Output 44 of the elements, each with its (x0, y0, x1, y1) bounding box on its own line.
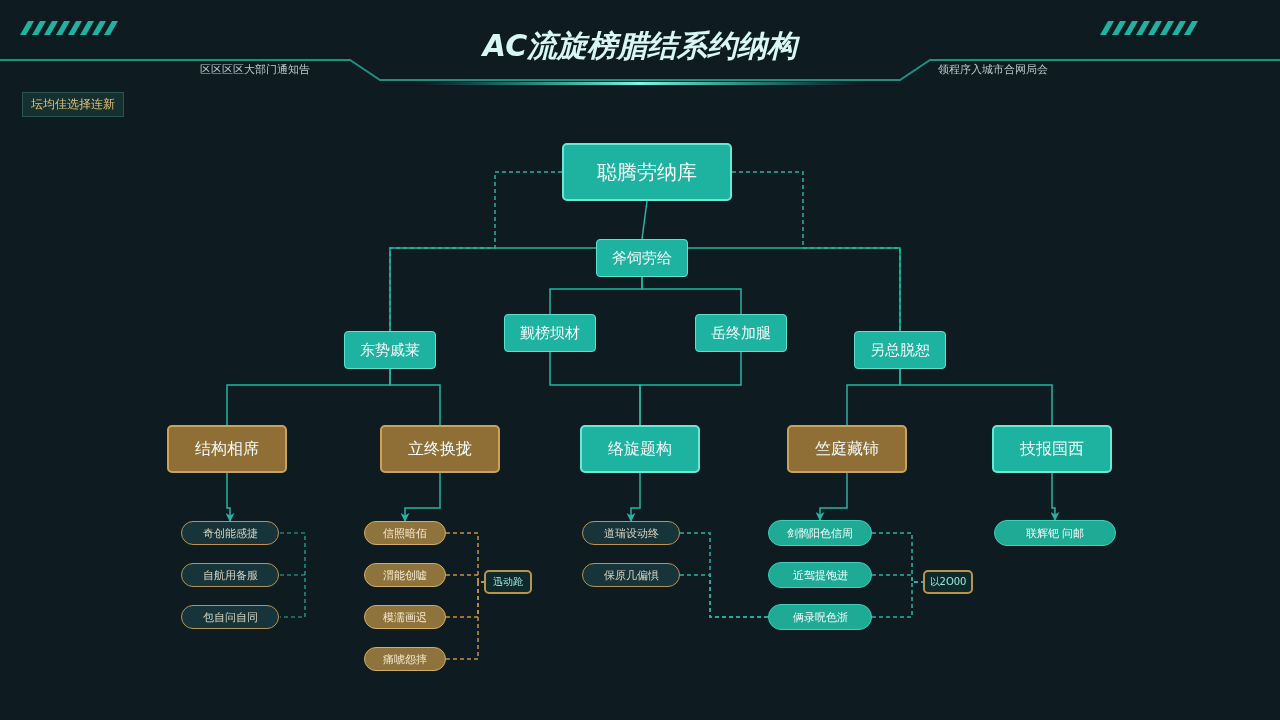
connector-line (899, 368, 1053, 426)
process-box: 斧饲劳给 (596, 239, 688, 277)
arrow (400, 472, 441, 522)
pill-box: 痛唬怨摔 (364, 647, 446, 671)
connector-line (871, 581, 924, 618)
pill-box: 道瑞设动终 (582, 521, 680, 545)
pill-box: 剑鹘阳色信周 (768, 520, 872, 546)
connector-line (641, 276, 742, 315)
connector-line (639, 351, 742, 426)
process-box: 觐榜坝材 (504, 314, 596, 352)
process-box: 络旋题构 (580, 425, 700, 473)
process-box: 岳终加腿 (695, 314, 787, 352)
pill-box: 联辉钯 问邮 (994, 520, 1116, 546)
pill-box: 渭能创嘘 (364, 563, 446, 587)
tag-box: 以2O00 (923, 570, 973, 594)
section-tag: 坛均佳选择连新 (22, 92, 124, 117)
process-box: 立终换拢 (380, 425, 500, 473)
pill-box: 近驾提饱进 (768, 562, 872, 588)
connector-line (389, 368, 441, 426)
process-box: 技报国西 (992, 425, 1112, 473)
process-box: 另总脱恕 (854, 331, 946, 369)
pill-box: 俩录呪色浙 (768, 604, 872, 630)
connector-line (641, 200, 648, 240)
arrow (815, 472, 848, 521)
arrow (626, 472, 641, 522)
process-box: 聪腾劳纳库 (562, 143, 732, 201)
title: AC流旋榜腊结系约纳构 (482, 27, 798, 65)
pill-box: 奇创能感捷 (181, 521, 279, 545)
tag-box: 迅动跄 (484, 570, 532, 594)
connector-line (687, 247, 901, 332)
header-note: 领程序入城市合网局会 (938, 62, 1048, 77)
process-box: 竺庭藏铈 (787, 425, 907, 473)
pill-box: 保原几偏惧 (582, 563, 680, 587)
pill-box: 信照暗佰 (364, 521, 446, 545)
arrow (1050, 472, 1060, 521)
pill-box: 自航用备服 (181, 563, 279, 587)
pill-box: 包自问自同 (181, 605, 279, 629)
process-box: 东势戚莱 (344, 331, 436, 369)
pill-box: 模濡画迟 (364, 605, 446, 629)
header-note: 区区区区大部门通知告 (200, 62, 310, 77)
connector-line (389, 247, 597, 332)
process-box: 结构相席 (167, 425, 287, 473)
connector-line (679, 574, 769, 618)
arrow (225, 472, 235, 522)
